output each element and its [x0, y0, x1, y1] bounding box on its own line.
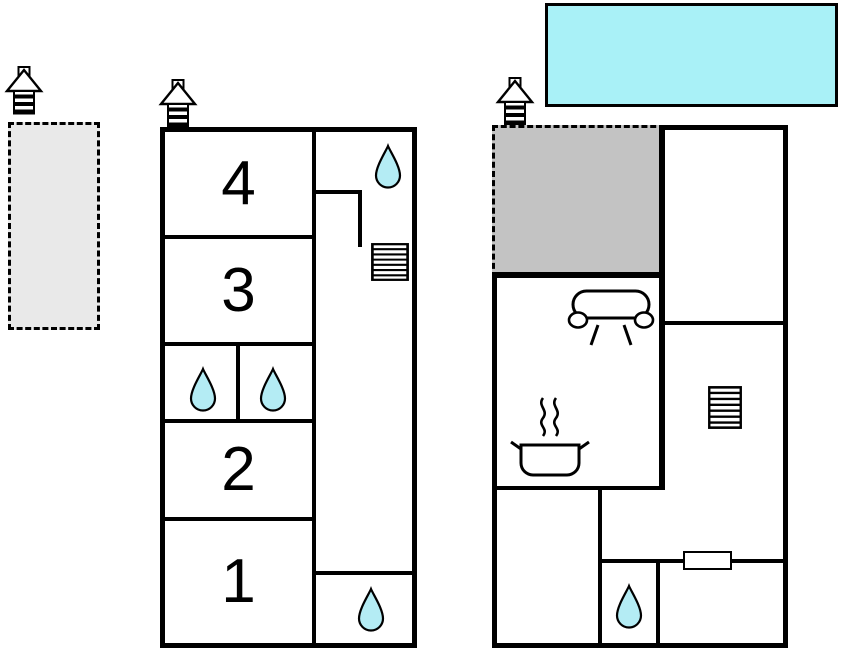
wall-segment	[164, 419, 312, 423]
wall-segment	[598, 486, 602, 643]
stairs-icon	[370, 242, 410, 282]
stove-icon	[510, 397, 590, 477]
water-drop-icon	[615, 584, 643, 629]
water-drop-icon	[374, 144, 402, 189]
open-terrace	[8, 122, 100, 330]
wall-segment	[312, 132, 316, 643]
wall-segment	[164, 517, 312, 521]
room-label-1: 1	[221, 547, 256, 616]
wall-segment	[492, 272, 497, 648]
wall-segment	[358, 190, 362, 247]
stairs-icon	[707, 386, 743, 429]
water-drop-icon	[189, 367, 217, 412]
wall-segment	[783, 125, 788, 648]
covered-terrace	[492, 125, 665, 278]
wall-segment	[236, 344, 240, 421]
wall-segment	[659, 321, 783, 325]
entrance-icon	[5, 65, 43, 115]
wall-segment	[497, 486, 665, 490]
water-drop-icon	[357, 587, 385, 632]
room-label-3: 3	[221, 255, 256, 325]
wall-segment	[656, 559, 660, 643]
window-icon	[683, 551, 732, 570]
entrance-icon	[496, 76, 534, 126]
wall-segment	[492, 643, 788, 648]
sofa-icon	[567, 289, 655, 346]
wall-segment	[316, 190, 362, 194]
water-drop-icon	[259, 367, 287, 412]
entrance-icon	[159, 78, 197, 128]
wall-segment	[659, 125, 788, 130]
wall-segment	[316, 571, 413, 575]
wall-segment	[659, 272, 665, 488]
room-label-4: 4	[221, 148, 256, 218]
room-label-2: 2	[221, 435, 256, 504]
wall-segment	[164, 235, 312, 239]
swimming-pool	[545, 3, 838, 107]
